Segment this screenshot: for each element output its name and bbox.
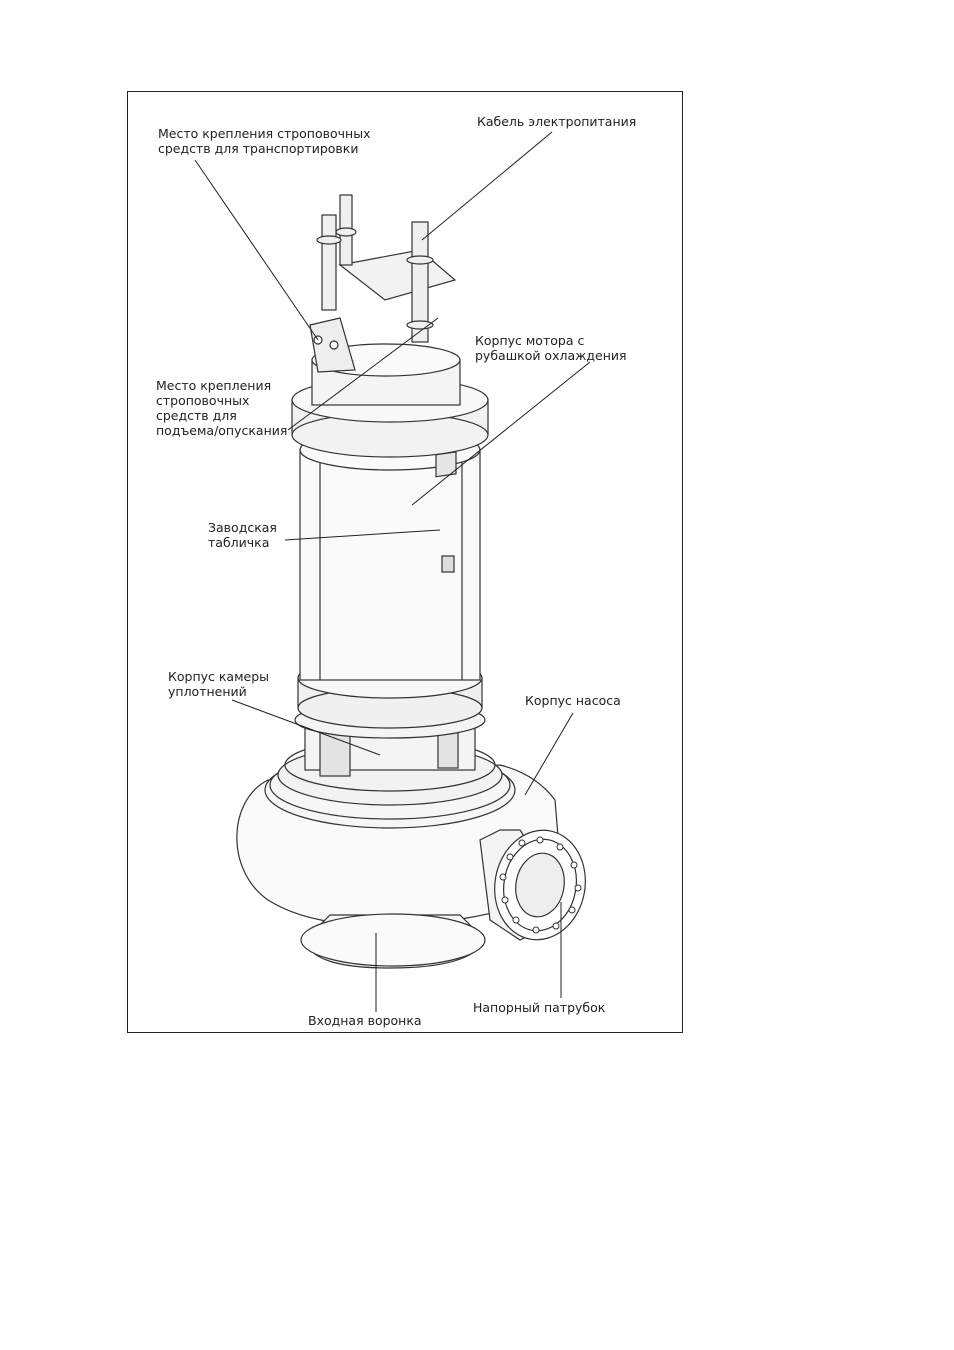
- discharge-flange: [480, 823, 594, 947]
- label-seal-chamber: Корпус камеры уплотнений: [168, 669, 269, 699]
- label-inlet-funnel: Входная воронка: [308, 1013, 422, 1028]
- inlet-funnel-shape: [301, 914, 485, 968]
- label-motor-housing: Корпус мотора с рубашкой охлаждения: [475, 333, 627, 363]
- label-power-cable: Кабель электропитания: [477, 114, 636, 129]
- label-discharge-nozzle: Напорный патрубок: [473, 1000, 605, 1015]
- label-hoisting-point: Место крепления строповочных средств для…: [156, 378, 287, 438]
- label-pump-housing: Корпус насоса: [525, 693, 621, 708]
- label-transport-lifting-point: Место крепления строповочных средств для…: [158, 126, 370, 156]
- label-nameplate: Заводская табличка: [208, 520, 277, 550]
